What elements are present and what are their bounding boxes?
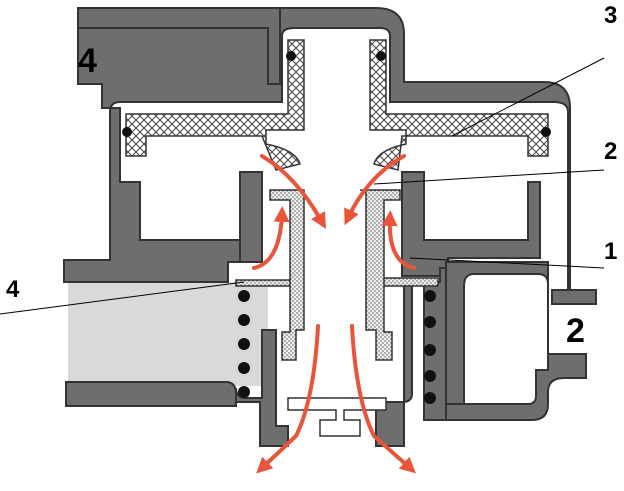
o-ring-right: [541, 127, 551, 137]
label-port-4-top: 4: [78, 42, 97, 80]
o-ring-left: [122, 127, 132, 137]
o-ring-top-right: [376, 51, 386, 61]
spool-right: [360, 189, 439, 361]
housing-upper-left: [77, 7, 281, 85]
spring-right: [424, 290, 436, 404]
diaphragm-right: [369, 39, 549, 171]
flow-arrow-bottom-left: [256, 324, 320, 474]
housing-right-inner-wall: [401, 171, 541, 277]
housing-left-inner-wall: [239, 171, 263, 263]
leader-lines: [0, 57, 605, 315]
spool-left: [235, 189, 305, 361]
leader-4-left: [0, 281, 245, 315]
left-port-chamber: [68, 282, 268, 386]
label-part-1: 1: [604, 238, 618, 265]
leader-3: [451, 57, 605, 137]
flow-arrow-right-up: [381, 210, 416, 270]
flow-arrow-bottom-right: [350, 324, 416, 474]
leader-1: [409, 257, 605, 269]
housing-right-port-body: [445, 261, 587, 421]
leader-2: [373, 169, 605, 185]
label-part-3: 3: [604, 2, 618, 29]
label-port-4-left: 4: [6, 276, 20, 303]
flow-arrow-top-left: [260, 154, 326, 229]
housing-left-lower-wall: [65, 329, 289, 447]
flow-arrows: [252, 154, 416, 474]
o-ring-top-left: [286, 51, 296, 61]
flow-arrow-left-up: [252, 206, 290, 270]
spring-left: [238, 290, 250, 398]
flow-arrow-top-right: [344, 154, 406, 226]
label-part-2: 2: [604, 138, 618, 165]
label-port-2-right: 2: [566, 312, 585, 350]
housing-top-cap: [63, 7, 597, 305]
diaphragm-left: [125, 39, 305, 171]
